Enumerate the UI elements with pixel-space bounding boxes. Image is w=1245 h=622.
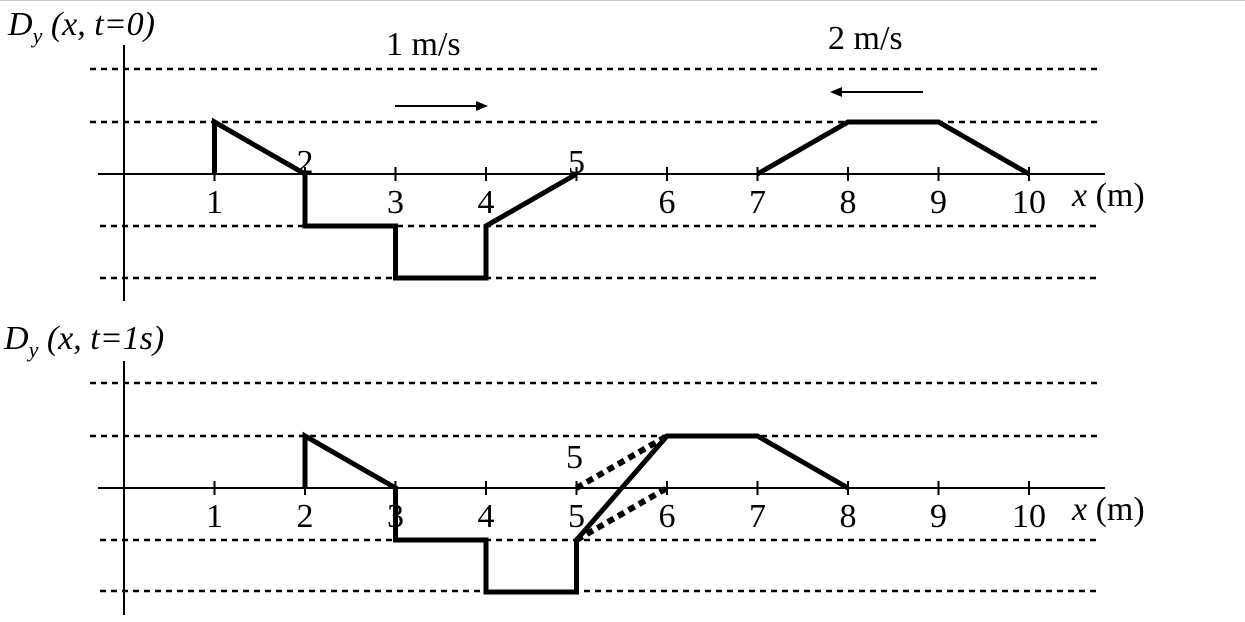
panel-title-t1: Dy (x, t=1s): [3, 320, 164, 362]
x-tick-label: 7: [749, 498, 766, 535]
arrow-left-icon: [830, 87, 842, 97]
speed-label-right: 1 m/s: [386, 26, 461, 63]
x-tick-label: 2: [297, 498, 314, 535]
pulses: [212, 117, 1031, 281]
x-axis-label: x (m): [1071, 177, 1145, 214]
panel-title-t0: Dy (x, t=0): [7, 6, 155, 48]
left-pulse-ghost: [575, 433, 669, 491]
x-tick-label: 10: [1012, 498, 1046, 535]
right-pulse: [756, 119, 1031, 177]
ghost-pulse-label: 5: [566, 439, 583, 476]
x-tick-label: 3: [387, 184, 404, 221]
speed-label-left: 2 m/s: [828, 20, 903, 57]
x-tick-label: 5: [568, 498, 585, 535]
x-tick-label: 1: [206, 184, 223, 221]
x-tick-label: 9: [930, 498, 947, 535]
right-pulse-ghost: [575, 485, 669, 543]
arrow-right-icon: [476, 101, 488, 111]
pulses: [302, 431, 850, 595]
x-axis-label: x (m): [1071, 491, 1145, 528]
x-tick-label: 4: [478, 184, 495, 221]
x-tick-label: 4: [478, 498, 495, 535]
x-tick-label: 8: [840, 498, 857, 535]
x-tick-label: 8: [840, 184, 857, 221]
combined-pulse: [302, 431, 850, 595]
x-tick-label: 1: [206, 498, 223, 535]
x-tick-label: 6: [659, 498, 676, 535]
x-tick-label: 9: [930, 184, 947, 221]
x-tick-label: 10: [1012, 184, 1046, 221]
x-tick-label: 6: [659, 184, 676, 221]
left-pulse: [212, 117, 578, 281]
x-tick-label: 7: [749, 184, 766, 221]
x-tick-label: 5: [568, 144, 585, 181]
